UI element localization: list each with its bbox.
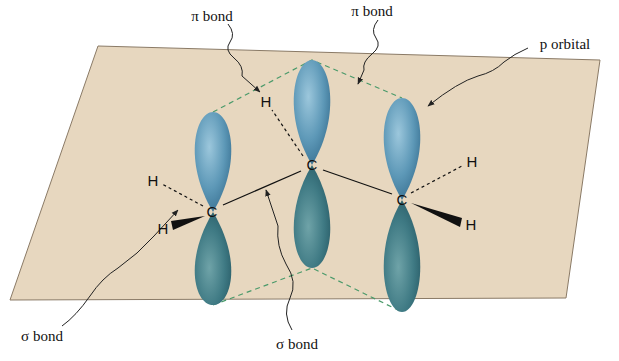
p-orbital-lobe <box>195 212 232 305</box>
hash-bond <box>162 184 203 206</box>
bond-label: π bond <box>191 9 232 24</box>
atom-symbol: C <box>207 204 218 219</box>
wedge-bond <box>171 216 205 230</box>
p-orbital-lobe <box>294 60 331 165</box>
bond-label: σ bond <box>276 337 318 352</box>
pi-overlap-line <box>213 268 402 312</box>
leader-line <box>358 20 378 84</box>
atom-symbol: H <box>467 154 478 169</box>
p-orbital-lobe <box>195 212 232 305</box>
hash-bond <box>411 166 462 193</box>
bond-label: σ bond <box>21 329 63 344</box>
p-orbital-lobe <box>384 200 421 312</box>
p-orbital-lobe <box>294 165 331 268</box>
wedge-bond <box>411 203 462 227</box>
hash-bond <box>272 110 303 156</box>
p-orbital-lobe <box>384 98 421 200</box>
orbital-label: p orbital <box>540 37 590 52</box>
atom-symbol: H <box>466 217 477 232</box>
molecular-plane <box>10 46 600 300</box>
sigma-bond-line <box>323 170 392 194</box>
p-orbital-lobe <box>195 112 232 212</box>
leader-line <box>228 24 260 92</box>
leader-line <box>428 48 528 106</box>
atom-symbol: C <box>397 192 408 207</box>
atom-symbol: H <box>261 94 272 109</box>
atom-symbol: H <box>148 173 159 188</box>
leader-line <box>266 190 293 330</box>
leader-line <box>62 210 178 326</box>
bond-label: π bond <box>351 4 392 19</box>
atom-symbol: H <box>158 221 169 236</box>
atom-symbol: C <box>307 157 318 172</box>
sigma-bond-line <box>223 171 301 205</box>
